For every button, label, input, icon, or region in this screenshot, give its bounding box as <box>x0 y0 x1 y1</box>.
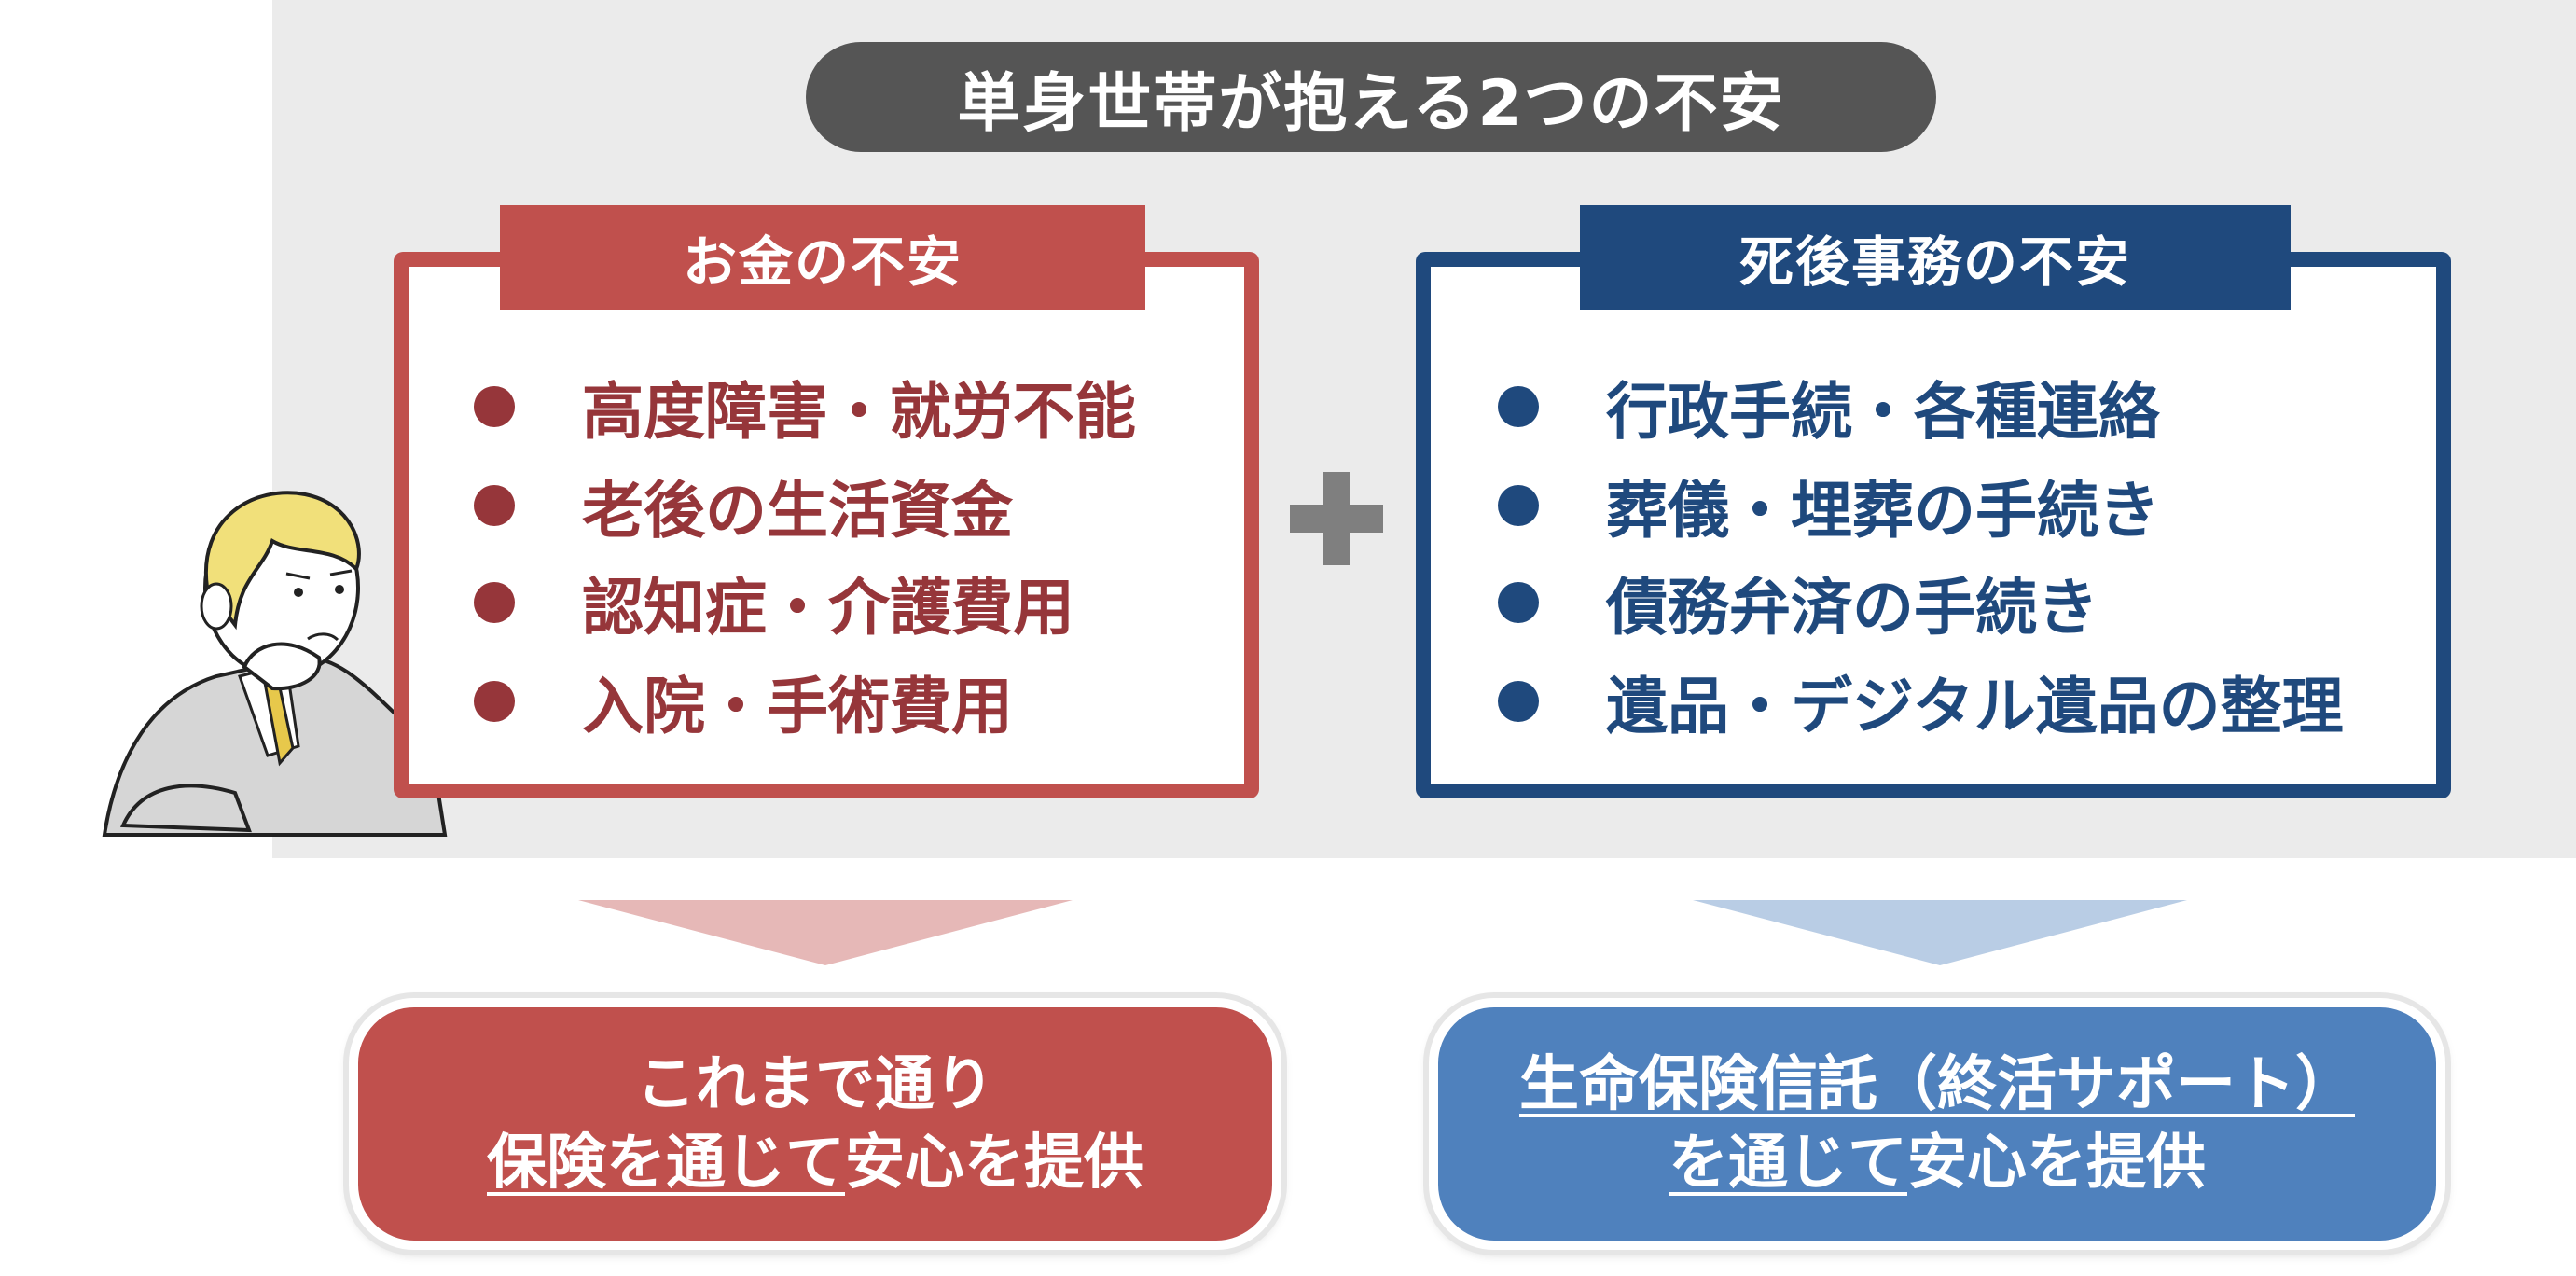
bullet-icon <box>1498 582 1539 623</box>
list-item-label: 認知症・介護費用 <box>582 558 1074 647</box>
solution-line-1: 生命保険信託（終活サポート） <box>1519 1046 2355 1124</box>
list-item-label: 葬儀・埋葬の手続き <box>1606 461 2160 550</box>
bullet-icon <box>474 386 515 427</box>
list-item: 高度障害・就労不能 <box>474 360 1136 453</box>
list-item: 認知症・介護費用 <box>474 556 1074 649</box>
solution-line-2: を通じて安心を提供 <box>1669 1124 2206 1202</box>
page-title: 単身世帯が抱える2つの不安 <box>806 42 1936 152</box>
solution-underlined-text: 保険を通じて <box>487 1129 845 1198</box>
money-anxiety-header: お金の不安 <box>500 205 1145 310</box>
plus-icon <box>1290 472 1383 565</box>
list-item-label: 遺品・デジタル遺品の整理 <box>1606 657 2344 746</box>
bullet-icon <box>474 485 515 526</box>
solution-line-2: 保険を通じて安心を提供 <box>487 1124 1143 1202</box>
bullet-icon <box>1498 681 1539 722</box>
down-arrow-icon <box>1693 900 2187 965</box>
insurance-solution-box: これまで通り 保険を通じて安心を提供 <box>349 998 1281 1250</box>
solution-underlined-text: を通じて <box>1669 1129 1907 1198</box>
solution-text: 安心を提供 <box>845 1129 1143 1198</box>
list-item-label: 高度障害・就労不能 <box>582 362 1136 451</box>
after-death-anxiety-header: 死後事務の不安 <box>1580 205 2291 310</box>
solution-line-1: これまで通り <box>636 1046 994 1124</box>
bullet-icon <box>1498 386 1539 427</box>
bullet-icon <box>474 681 515 722</box>
list-item: 行政手続・各種連絡 <box>1498 360 2160 453</box>
list-item: 老後の生活資金 <box>474 459 1013 552</box>
list-item-label: 行政手続・各種連絡 <box>1606 362 2160 451</box>
list-item: 債務弁済の手続き <box>1498 556 2098 649</box>
list-item-label: 債務弁済の手続き <box>1606 558 2098 647</box>
bullet-icon <box>1498 485 1539 526</box>
bullet-icon <box>474 582 515 623</box>
list-item: 遺品・デジタル遺品の整理 <box>1498 655 2344 748</box>
list-item-label: 老後の生活資金 <box>582 461 1013 550</box>
trust-solution-box: 生命保険信託（終活サポート） を通じて安心を提供 <box>1429 998 2445 1250</box>
list-item-label: 入院・手術費用 <box>582 657 1013 746</box>
list-item: 入院・手術費用 <box>474 655 1013 748</box>
list-item: 葬儀・埋葬の手続き <box>1498 459 2160 552</box>
down-arrow-icon <box>578 900 1073 965</box>
solution-text: 安心を提供 <box>1907 1129 2206 1198</box>
